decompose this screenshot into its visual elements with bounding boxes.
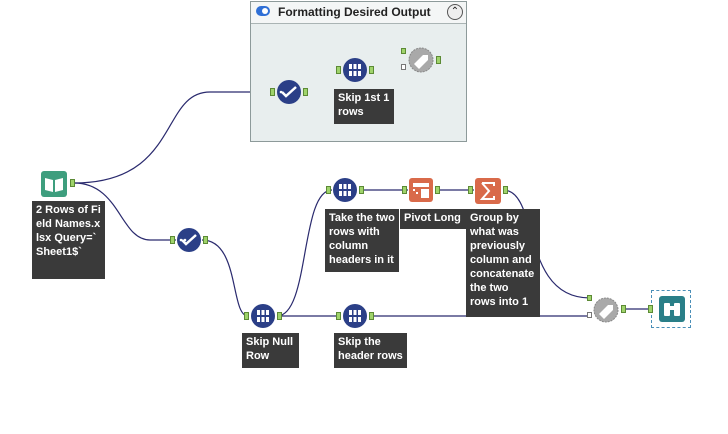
dynamic-rename-tool[interactable] bbox=[592, 296, 620, 324]
browse-selection-box[interactable] bbox=[651, 290, 691, 328]
take-two-rows-label: Take the two rows with column headers in… bbox=[325, 209, 399, 272]
sample-rows-icon bbox=[338, 189, 352, 191]
dynamic-rename-icon bbox=[599, 305, 613, 319]
take-two-rows-tool[interactable] bbox=[332, 177, 358, 203]
skip-header-rows-tool[interactable] bbox=[342, 303, 368, 329]
input-tool-label-text: 2 Rows of Field Names.xlsx Query=`Sheet1… bbox=[36, 204, 101, 258]
input-anchor[interactable] bbox=[468, 186, 473, 194]
input-anchor[interactable] bbox=[648, 305, 653, 313]
output-anchor[interactable] bbox=[621, 305, 626, 313]
wire-input-to-select bbox=[73, 182, 176, 241]
skip-null-row-label-text: Skip Null Row bbox=[246, 336, 294, 362]
skip-null-row-tool[interactable] bbox=[250, 303, 276, 329]
select-tool[interactable] bbox=[176, 227, 202, 253]
transpose-icon bbox=[413, 183, 429, 187]
group-by-label-text: Group by what was previously column and … bbox=[470, 212, 535, 308]
select-check-icon bbox=[181, 234, 197, 246]
skip-null-row-label: Skip Null Row bbox=[242, 333, 299, 368]
output-anchor[interactable] bbox=[359, 186, 364, 194]
pivot-long-label-text: Pivot Long bbox=[404, 212, 461, 224]
container-title: Formatting Desired Output bbox=[278, 5, 431, 19]
input-anchor[interactable] bbox=[270, 88, 275, 96]
input-data-tool[interactable] bbox=[40, 170, 68, 198]
wire-skipnull-to-take bbox=[276, 189, 333, 317]
wire-select-to-skipnull bbox=[201, 239, 249, 317]
skip-first-row-tool[interactable] bbox=[342, 57, 368, 83]
wire-input-to-container-select bbox=[73, 91, 274, 184]
collapse-button[interactable]: ⌃ bbox=[447, 4, 463, 20]
browse-tool[interactable] bbox=[659, 296, 685, 322]
left-input-anchor[interactable] bbox=[587, 295, 592, 301]
output-anchor[interactable] bbox=[436, 56, 441, 64]
binoculars-icon bbox=[664, 303, 670, 316]
pivot-long-label: Pivot Long bbox=[400, 209, 466, 229]
sample-rows-icon bbox=[256, 315, 270, 317]
output-anchor[interactable] bbox=[203, 236, 208, 244]
sample-rows-icon bbox=[348, 69, 362, 71]
left-input-anchor[interactable] bbox=[401, 48, 406, 54]
output-anchor[interactable] bbox=[503, 186, 508, 194]
right-input-anchor[interactable] bbox=[587, 312, 592, 318]
book-icon bbox=[41, 171, 67, 197]
skip-header-rows-label-text: Skip the header rows bbox=[338, 336, 403, 362]
output-anchor[interactable] bbox=[369, 312, 374, 320]
output-anchor[interactable] bbox=[369, 66, 374, 74]
skip-header-rows-label: Skip the header rows bbox=[334, 333, 407, 368]
pivot-long-tool[interactable] bbox=[408, 177, 434, 203]
sample-rows-icon bbox=[348, 315, 362, 317]
container-dynamic-rename-tool[interactable] bbox=[407, 46, 435, 74]
skip-first-row-label: Skip 1st 1 rows bbox=[334, 89, 394, 124]
output-anchor[interactable] bbox=[303, 88, 308, 96]
container-toggle-icon[interactable] bbox=[256, 6, 270, 16]
output-anchor[interactable] bbox=[70, 179, 75, 187]
container-select-tool[interactable] bbox=[276, 79, 302, 105]
dynamic-rename-icon bbox=[414, 55, 428, 69]
container-header[interactable]: Formatting Desired Output ⌃ bbox=[251, 2, 466, 24]
input-anchor[interactable] bbox=[244, 312, 249, 320]
select-check-icon bbox=[281, 86, 297, 98]
take-two-rows-label-text: Take the two rows with column headers in… bbox=[329, 212, 395, 266]
input-anchor[interactable] bbox=[170, 236, 175, 244]
input-anchor[interactable] bbox=[326, 186, 331, 194]
output-anchor[interactable] bbox=[277, 312, 282, 320]
input-anchor[interactable] bbox=[336, 312, 341, 320]
input-tool-label: 2 Rows of Field Names.xlsx Query=`Sheet1… bbox=[32, 201, 105, 279]
right-input-anchor[interactable] bbox=[401, 64, 406, 70]
output-anchor[interactable] bbox=[435, 186, 440, 194]
input-anchor[interactable] bbox=[402, 186, 407, 194]
sigma-icon bbox=[479, 182, 495, 200]
group-by-label: Group by what was previously column and … bbox=[466, 209, 540, 317]
skip-first-row-label-text: Skip 1st 1 rows bbox=[338, 92, 390, 118]
input-anchor[interactable] bbox=[336, 66, 341, 74]
summarize-tool[interactable] bbox=[474, 177, 502, 205]
